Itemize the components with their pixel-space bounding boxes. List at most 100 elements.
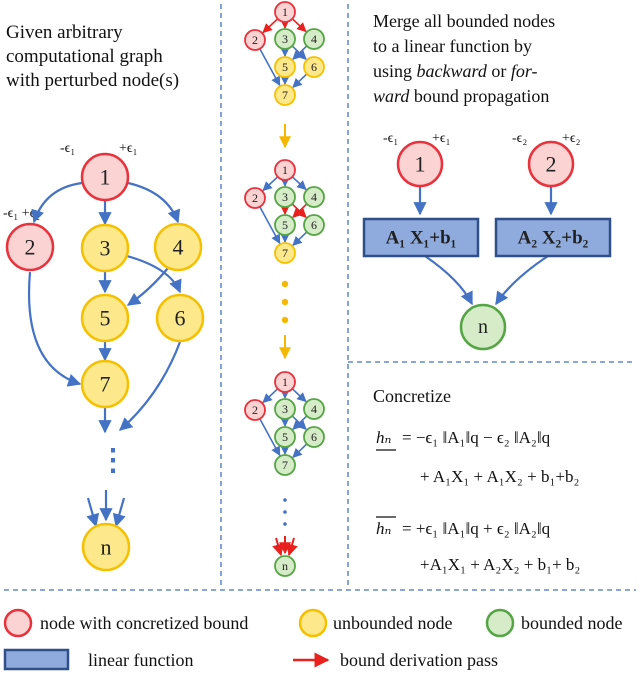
mini1-edge-2-7 [259,48,281,87]
linear-function-box-2 [494,217,612,258]
mini3-edge-3-6 [291,415,307,431]
node-2-concretized [5,222,55,272]
mini2-node-4 [303,186,325,208]
mini2-node-1 [274,159,296,181]
mini3-node-7-label: 7 [282,458,288,472]
node-2-label: 2 [25,235,36,260]
mini2-node-7 [274,242,296,264]
node-n-label: n [101,535,112,560]
mini3-node-3-label: 3 [282,402,288,416]
node-n-unbounded [81,522,131,572]
mini3-node-4-label: 4 [311,402,317,416]
mini2-node-6-label: 6 [311,218,317,232]
edge-6-dots [119,341,182,431]
legend-concretized-label: node with concretized bound [40,613,248,633]
legend-unbounded-icon [298,608,328,638]
legend-concretized-icon [3,608,33,638]
mini3-node-3 [274,398,296,420]
right-merge-panel: Merge all bounded nodes to a linear func… [362,11,612,351]
eps-label-pos-1: +ϵ₁ [119,141,137,156]
lower-bound-lhs: hₙ [376,428,392,447]
mini1-node-4-label: 4 [311,32,317,46]
step-dot-2 [281,298,289,306]
node-7-label: 7 [100,372,111,397]
edge-dots-n-left [86,497,100,528]
mini3-node-4 [303,398,325,420]
merge-eps-2-neg: -ϵ₂ [512,131,527,146]
mini3-node-6-label: 6 [311,430,317,444]
mini3-edge-1-4 [291,388,307,403]
mini1-node-6 [303,56,325,78]
mini1-node-7 [274,84,296,106]
mini1-node-1 [274,1,296,23]
mini2-edge-2-7 [259,206,281,245]
mini1-node-3-label: 3 [282,32,288,46]
node-6-unbounded [155,293,205,343]
lower-bound-line-2: + A₁X₁ + A₁X₂ + b₁+b₂ [420,467,579,486]
mini1-node-3 [274,28,296,50]
mini2-edge-3-6 [291,203,307,219]
mini1-edge-1-4 [291,18,307,33]
merge-node-1 [396,140,444,188]
merge-node-2-label: 2 [546,152,557,177]
merge-eps-2-pos: +ϵ₂ [562,131,581,146]
mini2-node-5 [274,214,296,236]
step-dot-3 [281,316,289,324]
edge-box1-n [424,255,473,306]
merge-eps-1-pos: +ϵ₁ [432,131,450,146]
legend-bounded-label: bounded node [521,613,622,633]
upper-bound-line-2: +A₁X₁ + A₂X₂ + b₁+ b₂ [420,555,580,574]
mini3-node-6 [303,426,325,448]
edge-4-5 [126,267,169,306]
merge-node-n-bounded [459,303,507,351]
mini3-node-n-label: n [282,559,288,573]
mini3-node-1-label: 1 [282,375,288,389]
mini3-node-1 [274,371,296,393]
merge-node-2 [527,140,575,188]
mini1-node-1-label: 1 [282,5,288,19]
mini1-node-4 [303,28,325,50]
mini1-node-7-label: 7 [282,88,288,102]
mini1-node-6-label: 6 [311,60,317,74]
legend-linear-icon [3,648,70,671]
mini2-edge-1-4 [291,176,307,191]
node-3-unbounded [80,223,130,273]
linear-function-box-1 [362,217,480,258]
mini3-ellipsis-dot-3 [283,522,287,526]
merge-caption-line-2: to a linear function by [373,36,532,56]
legend: node with concretized bound unbounded no… [3,608,622,671]
mini3-node-5 [274,426,296,448]
mini2-node-3-label: 3 [282,190,288,204]
edge-box2-n [495,255,549,306]
mini3-node-2-label: 2 [252,403,258,417]
mini1-node-2 [244,29,266,51]
legend-pass-label: bound derivation pass [340,650,498,670]
mini3-node-7 [274,454,296,476]
mini3-edge-6-7 [292,443,308,459]
mini2-node-4-label: 4 [311,190,317,204]
node-5-unbounded [80,293,130,343]
edge-dots-n-right [112,497,126,528]
mini2-node-1-label: 1 [282,163,288,177]
lower-bound-line-1: = −ϵ₁ ‖A₁‖q − ϵ₂ ‖A₂‖q [402,428,551,447]
concretize-panel: Concretize hₙ = −ϵ₁ ‖A₁‖q − ϵ₂ ‖A₂‖q + A… [373,386,580,574]
mini3-red-arrow-1 [272,537,284,557]
merge-caption-line-3: using backward or for- [373,61,537,81]
node-1-concretized [80,152,130,202]
mini-graph-step-3: 1 2 3 4 5 6 7 n [244,371,325,577]
legend-linear-label: linear function [88,650,193,670]
mini1-edge-6-7 [292,73,308,89]
linear-function-box-2-text: A₂ X₂+b₂ [518,228,589,249]
node-4-unbounded [153,222,203,272]
left-caption-line-3: with perturbed node(s) [6,70,179,91]
merge-caption-line-4: ward bound propagation [373,86,549,106]
mini3-node-5-label: 5 [282,430,288,444]
mini1-node-5-label: 5 [282,60,288,74]
node-5-label: 5 [100,306,111,331]
mini3-node-n [274,555,296,577]
linear-function-box-1-text: A₁ X₁+b₁ [386,228,457,249]
upper-bound-line-1: = +ϵ₁ ‖A₁‖q + ϵ₂ ‖A₂‖q [402,519,551,538]
